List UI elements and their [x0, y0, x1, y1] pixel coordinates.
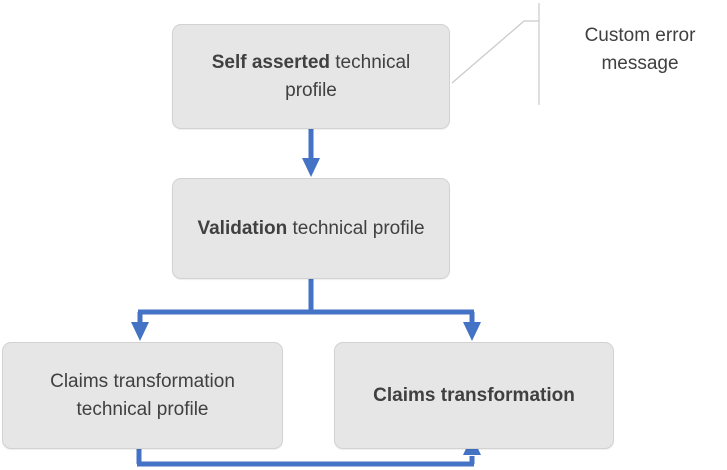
node-claims-transformation-technical-profile[interactable]: Claims transformation technical profile	[2, 342, 283, 449]
node-validation-rest: technical profile	[287, 217, 425, 239]
connector-self-asserted-to-validation	[302, 129, 320, 177]
node-claims-transformation-profile-label: Claims transformation technical profile	[17, 368, 268, 423]
node-validation-label: Validation technical profile	[187, 215, 435, 243]
node-self-asserted-accent: Self asserted	[211, 51, 330, 73]
node-validation-technical-profile[interactable]: Validation technical profile	[172, 178, 450, 279]
node-claims-transformation-accent: Claims transformation	[373, 384, 575, 406]
node-claims-transformation[interactable]: Claims transformation	[334, 342, 614, 449]
node-claims-transformation-profile-rest: Claims transformation technical profile	[50, 370, 235, 420]
connector-validation-split	[131, 279, 481, 341]
callout-custom-error-message: Custom error message	[584, 25, 696, 74]
connector-callout-leader	[451, 3, 540, 105]
node-self-asserted-rest: technical profile	[285, 51, 411, 101]
node-validation-accent: Validation	[197, 217, 288, 239]
node-self-asserted-technical-profile[interactable]: Self asserted technical profile	[172, 24, 450, 129]
node-claims-transformation-label: Claims transformation	[349, 382, 599, 410]
node-self-asserted-label: Self asserted technical profile	[187, 49, 435, 104]
